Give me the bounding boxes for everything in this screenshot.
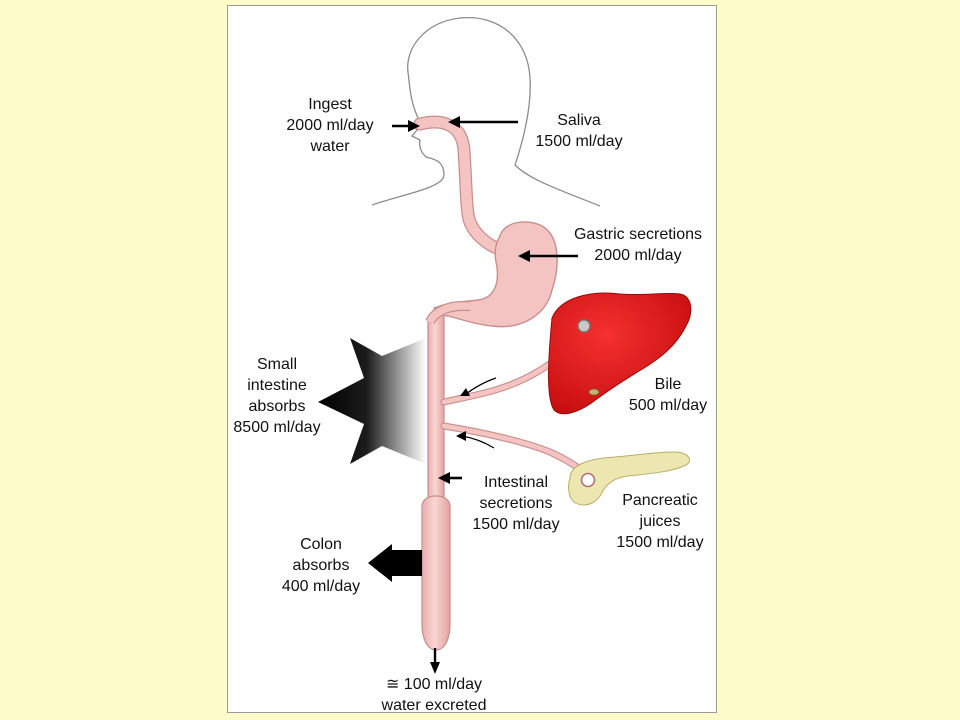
- colon: [421, 495, 451, 651]
- saliva-label-line: 1500 ml/day: [535, 133, 623, 150]
- bile-flow-arrow: [460, 377, 497, 396]
- small-intestine-label-line: 8500 ml/day: [233, 419, 321, 436]
- excretion-arrow: [430, 648, 440, 674]
- small-intestine-label-line: Small: [256, 356, 297, 373]
- pancreatic-label-line: Pancreatic: [622, 492, 698, 509]
- bile-label-line: Bile: [654, 376, 682, 393]
- small-intestine-absorb-arrow: [318, 338, 426, 464]
- small-intestine-label-line: intestine: [247, 377, 307, 394]
- pancreas: [568, 451, 690, 506]
- small-intestine-label-line: absorbs: [248, 398, 306, 415]
- colon-label-line: 400 ml/day: [281, 578, 361, 595]
- gastric-label: Gastric secretions 2000 ml/day: [562, 224, 714, 266]
- head-outline: [371, 16, 601, 207]
- saliva-label-line: Saliva: [557, 112, 601, 129]
- colon-label: Colon absorbs 400 ml/day: [268, 534, 374, 597]
- ingest-arrow: [392, 120, 420, 132]
- pancreatic-duct: [440, 422, 596, 482]
- pancreatic-flow-arrow: [456, 431, 495, 449]
- bile-label-line: 500 ml/day: [628, 397, 708, 414]
- ingest-label-line: 2000 ml/day: [286, 117, 374, 134]
- gastric-label-line: 2000 ml/day: [594, 247, 682, 264]
- colon-label-line: Colon: [300, 536, 342, 553]
- pancreatic-label: Pancreatic juices 1500 ml/day: [604, 490, 716, 553]
- colon-absorb-arrow: [368, 544, 422, 582]
- small-intestine-label: Small intestine absorbs 8500 ml/day: [222, 354, 332, 438]
- excreted-label: ≅ 100 ml/day water excreted: [368, 674, 500, 716]
- pancreatic-label-line: juices: [639, 513, 681, 530]
- bile-label: Bile 500 ml/day: [614, 374, 722, 416]
- saliva-arrow: [448, 116, 518, 128]
- saliva-label: Saliva 1500 ml/day: [514, 110, 644, 152]
- stomach: [433, 221, 558, 328]
- intestinal-arrow: [438, 472, 462, 484]
- intestinal-label-line: secretions: [479, 495, 553, 512]
- intestinal-label-line: 1500 ml/day: [472, 516, 560, 533]
- intestinal-label-line: Intestinal: [483, 474, 549, 491]
- colon-label-line: absorbs: [292, 557, 350, 574]
- gastric-label-line: Gastric secretions: [573, 226, 703, 243]
- ingest-label-line: Ingest: [308, 96, 352, 113]
- pancreatic-label-line: 1500 ml/day: [616, 534, 704, 551]
- gastric-arrow: [518, 250, 578, 262]
- excreted-label-line: water excreted: [381, 697, 487, 714]
- ingest-label: Ingest 2000 ml/day water: [270, 94, 390, 157]
- excreted-label-line: ≅ 100 ml/day: [385, 676, 483, 693]
- ingest-label-line: water: [310, 138, 350, 155]
- intestinal-label: Intestinal secretions 1500 ml/day: [460, 472, 572, 535]
